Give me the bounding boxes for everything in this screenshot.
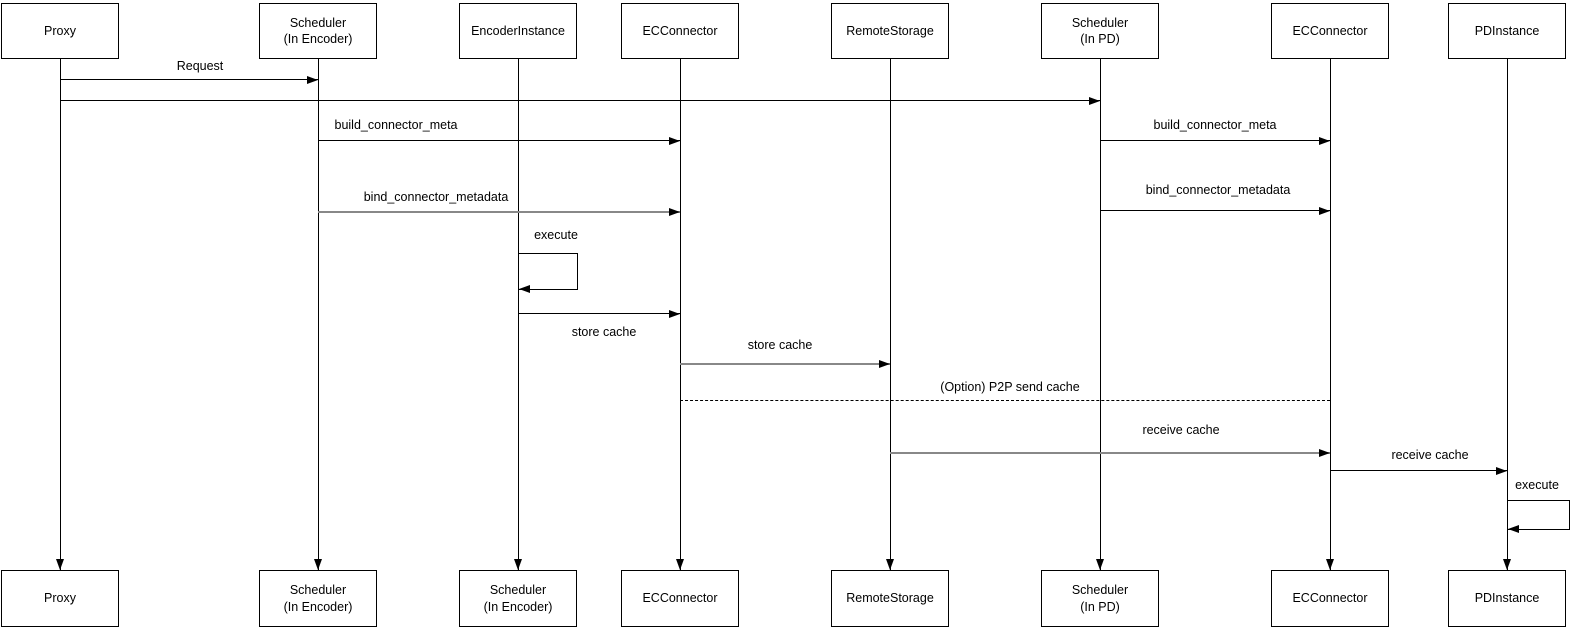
lifeline-ec-connector — [680, 59, 681, 570]
message-line-bind-connector-metadata-right — [1100, 210, 1330, 211]
message-label-build-connector-meta-left: build_connector_meta — [332, 117, 460, 133]
self-message-loop-execute-pd — [1507, 500, 1570, 530]
message-arrowhead-store-cache-2 — [879, 360, 890, 368]
message-arrowhead-receive-cache-2 — [1496, 467, 1507, 475]
lifeline-end-arrowhead-scheduler-in-pd — [1096, 559, 1104, 570]
message-line-proxy-to-scheduler-pd — [60, 100, 1100, 101]
participant-bottom-box-ec-connector-2: ECConnector — [1271, 570, 1389, 627]
participant-top-box-ec-connector: ECConnector — [621, 3, 739, 59]
message-line-store-cache-2 — [680, 363, 890, 365]
message-line-receive-cache-2 — [1330, 470, 1507, 471]
self-message-arrowhead-execute-pd — [1508, 525, 1519, 533]
message-arrowhead-request — [307, 76, 318, 84]
message-line-receive-cache-1 — [890, 452, 1330, 454]
message-line-build-connector-meta-left — [318, 140, 680, 141]
message-arrowhead-bind-connector-metadata-right — [1319, 207, 1330, 215]
participant-bottom-box-scheduler-in-encoder: Scheduler (In Encoder) — [259, 570, 377, 627]
message-label-store-cache-1: store cache — [569, 324, 639, 340]
self-message-label-execute-pd: execute — [1513, 477, 1561, 493]
participant-top-box-pd-instance: PDInstance — [1448, 3, 1566, 59]
self-message-label-execute-encoder: execute — [532, 227, 580, 243]
lifeline-end-arrowhead-ec-connector-2 — [1326, 559, 1334, 570]
message-line-store-cache-1 — [518, 313, 680, 314]
lifeline-encoder-instance — [518, 59, 519, 570]
participant-bottom-box-pd-instance: PDInstance — [1448, 570, 1566, 627]
message-arrowhead-build-connector-meta-left — [669, 137, 680, 145]
participant-bottom-box-encoder-instance: Scheduler (In Encoder) — [459, 570, 577, 627]
lifeline-pd-instance — [1507, 59, 1508, 570]
message-label-bind-connector-metadata-left: bind_connector_metadata — [361, 189, 511, 205]
lifeline-end-arrowhead-proxy — [56, 559, 64, 570]
participant-top-box-scheduler-in-encoder: Scheduler (In Encoder) — [259, 3, 377, 59]
message-label-bind-connector-metadata-right: bind_connector_metadata — [1143, 182, 1293, 198]
message-line-request — [60, 79, 318, 80]
lifeline-proxy — [60, 59, 61, 570]
participant-bottom-box-scheduler-in-pd: Scheduler (In PD) — [1041, 570, 1159, 627]
message-line-option-p2p-send-cache — [680, 400, 1330, 401]
lifeline-end-arrowhead-remote-storage — [886, 559, 894, 570]
message-label-option-p2p-send-cache: (Option) P2P send cache — [938, 379, 1082, 395]
participant-bottom-box-remote-storage: RemoteStorage — [831, 570, 949, 627]
participant-top-box-remote-storage: RemoteStorage — [831, 3, 949, 59]
lifeline-end-arrowhead-ec-connector — [676, 559, 684, 570]
participant-top-box-proxy: Proxy — [1, 3, 119, 59]
participant-top-box-scheduler-in-pd: Scheduler (In PD) — [1041, 3, 1159, 59]
participant-top-box-encoder-instance: EncoderInstance — [459, 3, 577, 59]
message-line-bind-connector-metadata-left — [318, 211, 680, 213]
participant-bottom-box-proxy: Proxy — [1, 570, 119, 627]
lifeline-scheduler-in-encoder — [318, 59, 319, 570]
self-message-arrowhead-execute-encoder — [519, 285, 530, 293]
message-arrowhead-store-cache-1 — [669, 310, 680, 318]
lifeline-end-arrowhead-encoder-instance — [514, 559, 522, 570]
message-label-store-cache-2: store cache — [745, 337, 815, 353]
lifeline-ec-connector-2 — [1330, 59, 1331, 570]
participant-top-box-ec-connector-2: ECConnector — [1271, 3, 1389, 59]
message-arrowhead-proxy-to-scheduler-pd — [1089, 97, 1100, 105]
message-label-build-connector-meta-right: build_connector_meta — [1151, 117, 1279, 133]
message-label-receive-cache-2: receive cache — [1389, 447, 1471, 463]
message-label-receive-cache-1: receive cache — [1140, 422, 1222, 438]
self-message-loop-execute-encoder — [518, 253, 578, 290]
lifeline-end-arrowhead-scheduler-in-encoder — [314, 559, 322, 570]
participant-bottom-box-ec-connector: ECConnector — [621, 570, 739, 627]
message-arrowhead-receive-cache-1 — [1319, 449, 1330, 457]
message-label-request: Request — [174, 58, 226, 74]
message-arrowhead-build-connector-meta-right — [1319, 137, 1330, 145]
message-line-build-connector-meta-right — [1100, 140, 1330, 141]
lifeline-end-arrowhead-pd-instance — [1503, 559, 1511, 570]
lifeline-remote-storage — [890, 59, 891, 570]
message-arrowhead-bind-connector-metadata-left — [669, 208, 680, 216]
lifeline-scheduler-in-pd — [1100, 59, 1101, 570]
